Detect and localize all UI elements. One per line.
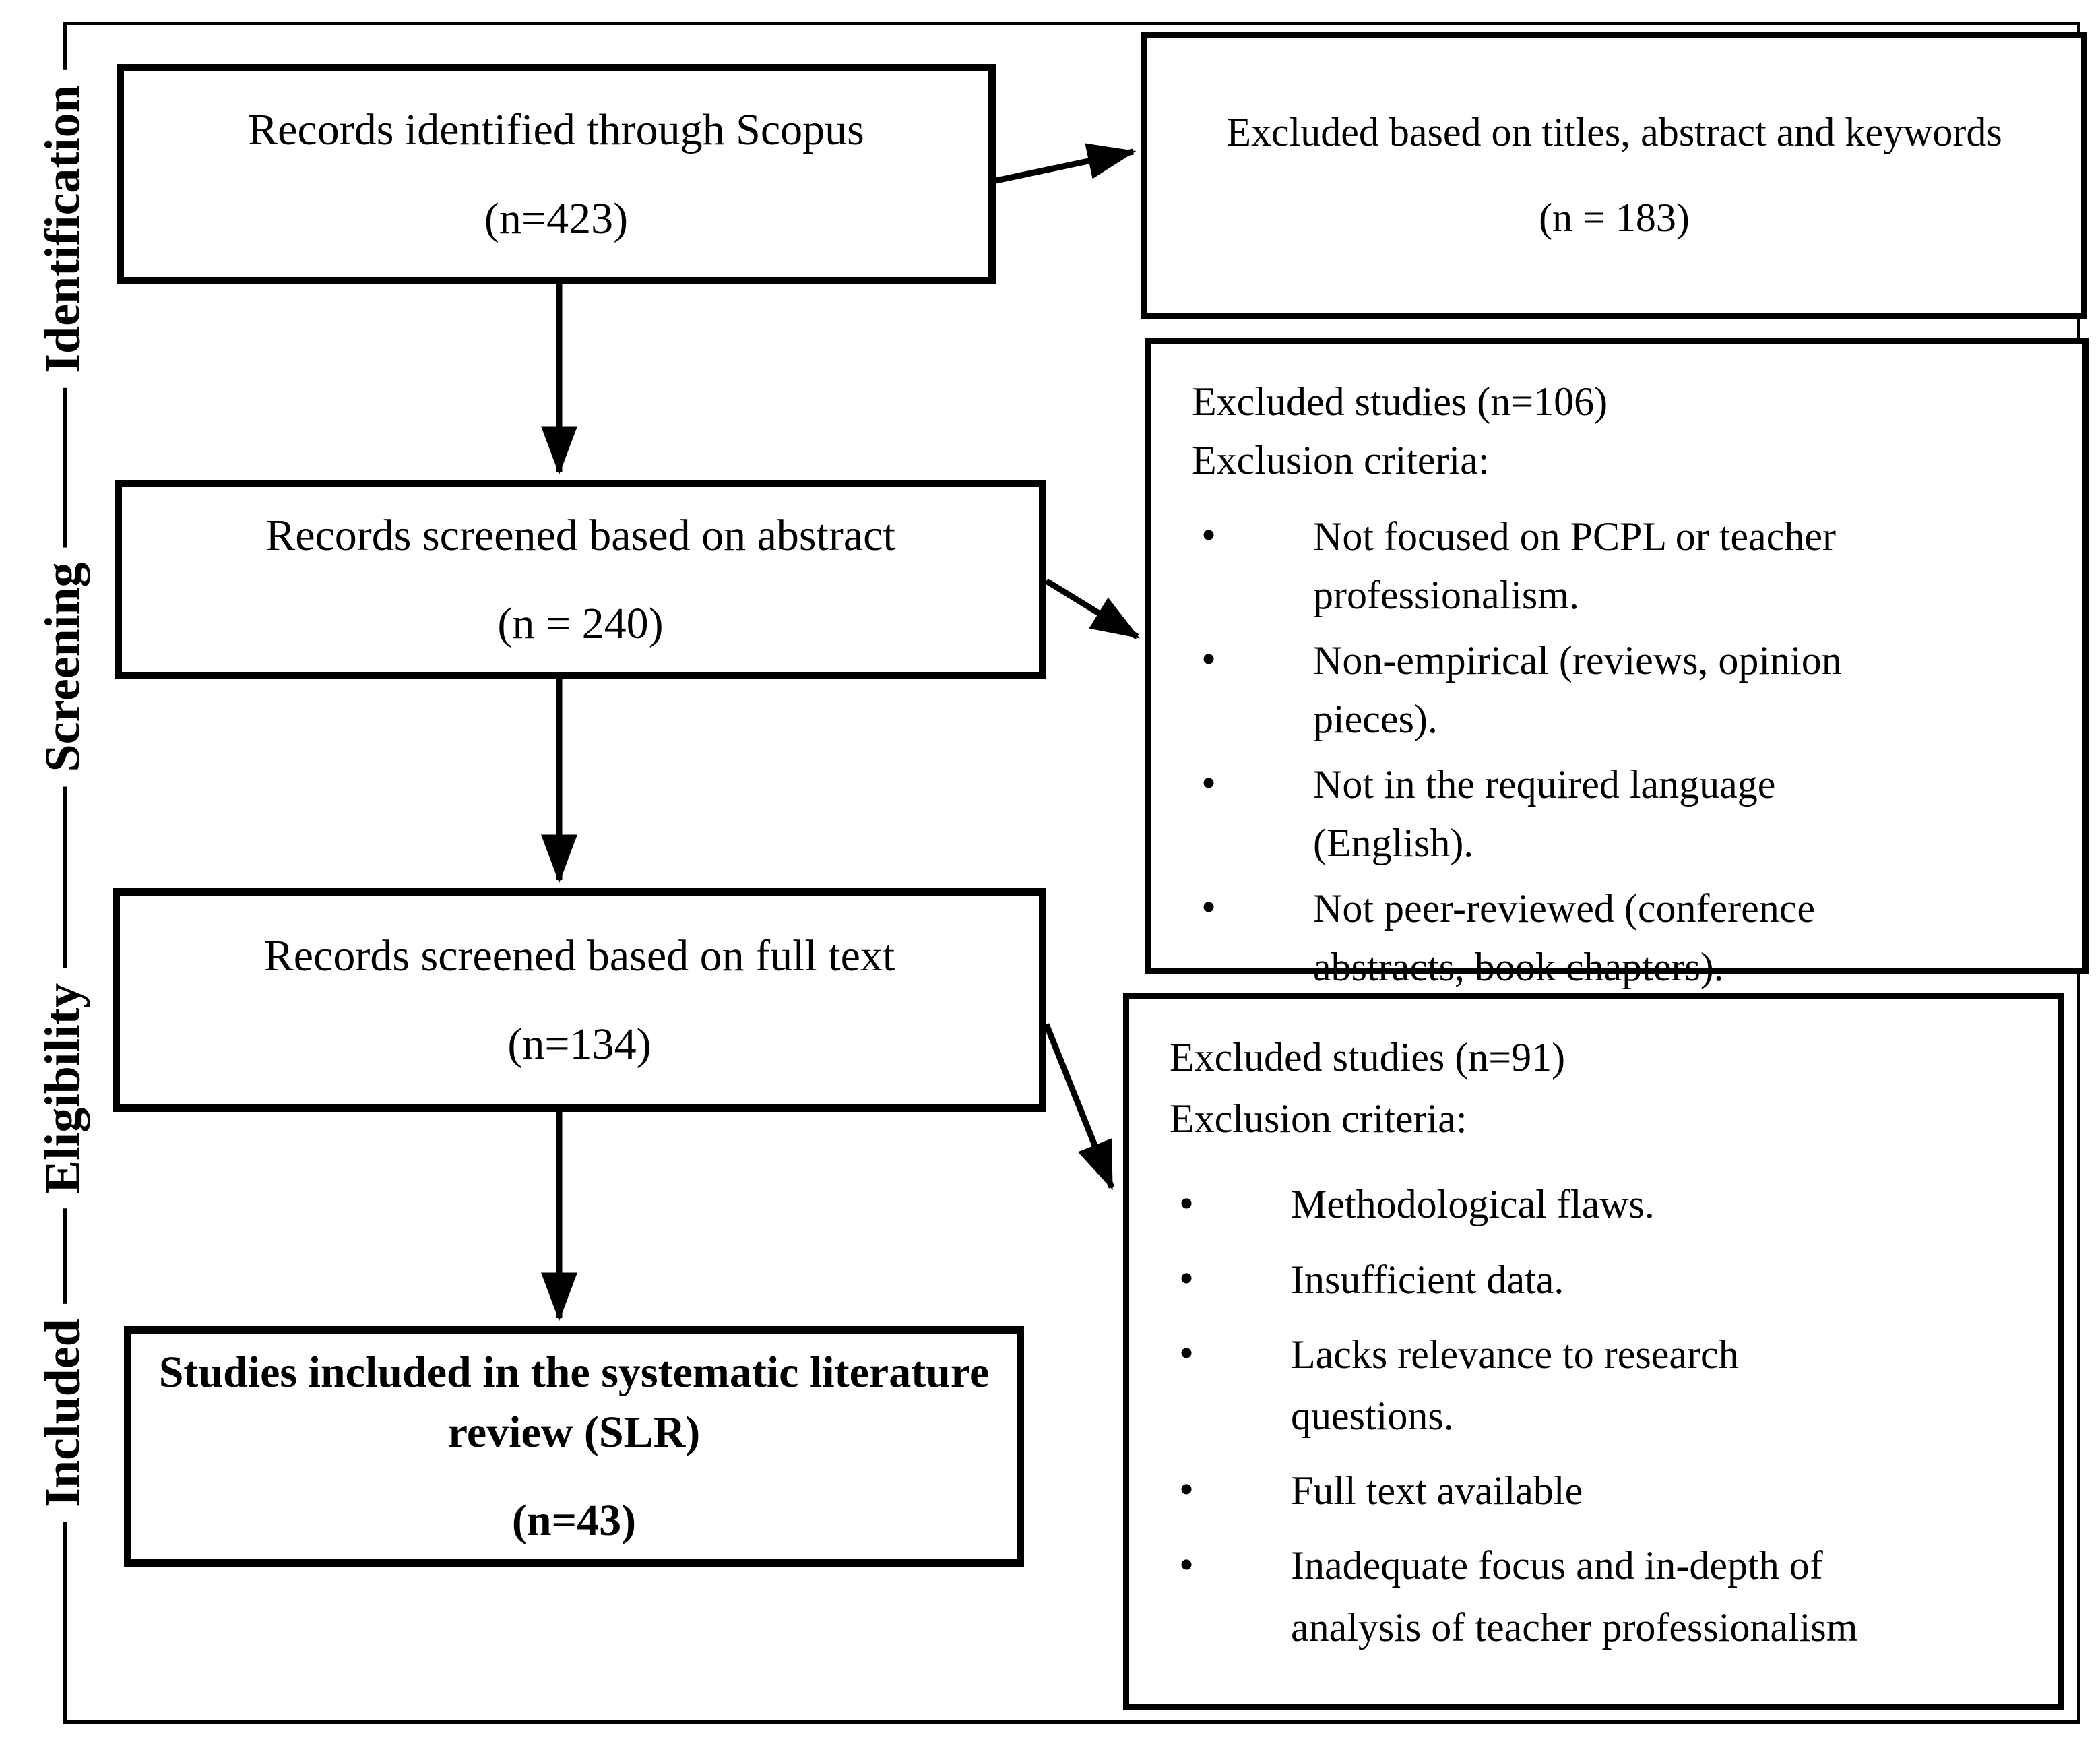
box-excluded-titles-keywords-label: Excluded based on titles, abstract and k… — [1226, 110, 2002, 154]
box-screened-fulltext-count: (n=134) — [507, 1020, 651, 1069]
box-screened-fulltext: Records screened based on full text (n=1… — [113, 888, 1046, 1112]
exclusion-criterion: Non-empirical (reviews, opinion pieces). — [1192, 629, 1906, 749]
excluded-fulltext-criteria-list: Methodological flaws. Insufficient data. L… — [1170, 1160, 1884, 1671]
excluded-abstract-criteria-label: Exclusion criteria: — [1192, 438, 1490, 482]
box-screened-abstract-label: Records screened based on abstract — [265, 510, 895, 560]
exclusion-criterion: Insufficient data. — [1170, 1247, 1884, 1311]
box-records-identified-label: Records identified through Scopus — [248, 105, 864, 155]
excluded-abstract-header: Excluded studies (n=106) — [1192, 379, 1608, 424]
box-excluded-fulltext-stage: Excluded studies (n=91) Exclusion criter… — [1123, 993, 2064, 1710]
box-records-identified-count: (n=423) — [484, 193, 629, 243]
box-excluded-titles-keywords: Excluded based on titles, abstract and k… — [1141, 32, 2087, 319]
excluded-fulltext-header: Excluded studies (n=91) — [1170, 1035, 1566, 1080]
exclusion-criterion: Not in the required language (English). — [1192, 753, 1906, 873]
exclusion-criterion: Lacks relevance to research questions. — [1170, 1321, 1884, 1447]
arrow-identified-to-excluded-titles — [995, 143, 1137, 184]
excluded-fulltext-criteria-label: Exclusion criteria: — [1170, 1096, 1467, 1142]
exclusion-criterion: Not focused on PCPL or teacher professio… — [1192, 505, 1906, 625]
exclusion-criterion: Full text available — [1170, 1458, 1884, 1522]
arrow-fulltext-to-excluded-studies — [1043, 1023, 1115, 1191]
exclusion-criterion: Methodological flaws. — [1170, 1172, 1884, 1237]
exclusion-criterion: Inadequate focus and in-depth of analysi… — [1170, 1533, 1884, 1658]
box-studies-included-label: Studies included in the systematic liter… — [158, 1347, 990, 1457]
box-studies-included-count: (n=43) — [511, 1496, 637, 1546]
arrow-abstract-to-excluded-studies — [1044, 578, 1140, 639]
box-excluded-abstract-stage: Excluded studies (n=106) Exclusion crite… — [1145, 338, 2089, 989]
excluded-abstract-criteria-list: Not focused on PCPL or teacher professio… — [1192, 501, 1906, 1003]
box-screened-abstract: Records screened based on abstract (n = … — [115, 480, 1046, 679]
box-excluded-titles-keywords-count: (n = 183) — [1539, 195, 1690, 240]
box-records-identified: Records identified through Scopus (n=423… — [117, 64, 996, 284]
exclusion-criterion: Not peer-reviewed (conference abstracts,… — [1192, 877, 1906, 997]
box-studies-included: Studies included in the systematic liter… — [124, 1326, 1024, 1567]
box-screened-abstract-count: (n = 240) — [497, 599, 664, 648]
box-screened-fulltext-label: Records screened based on full text — [263, 931, 895, 980]
